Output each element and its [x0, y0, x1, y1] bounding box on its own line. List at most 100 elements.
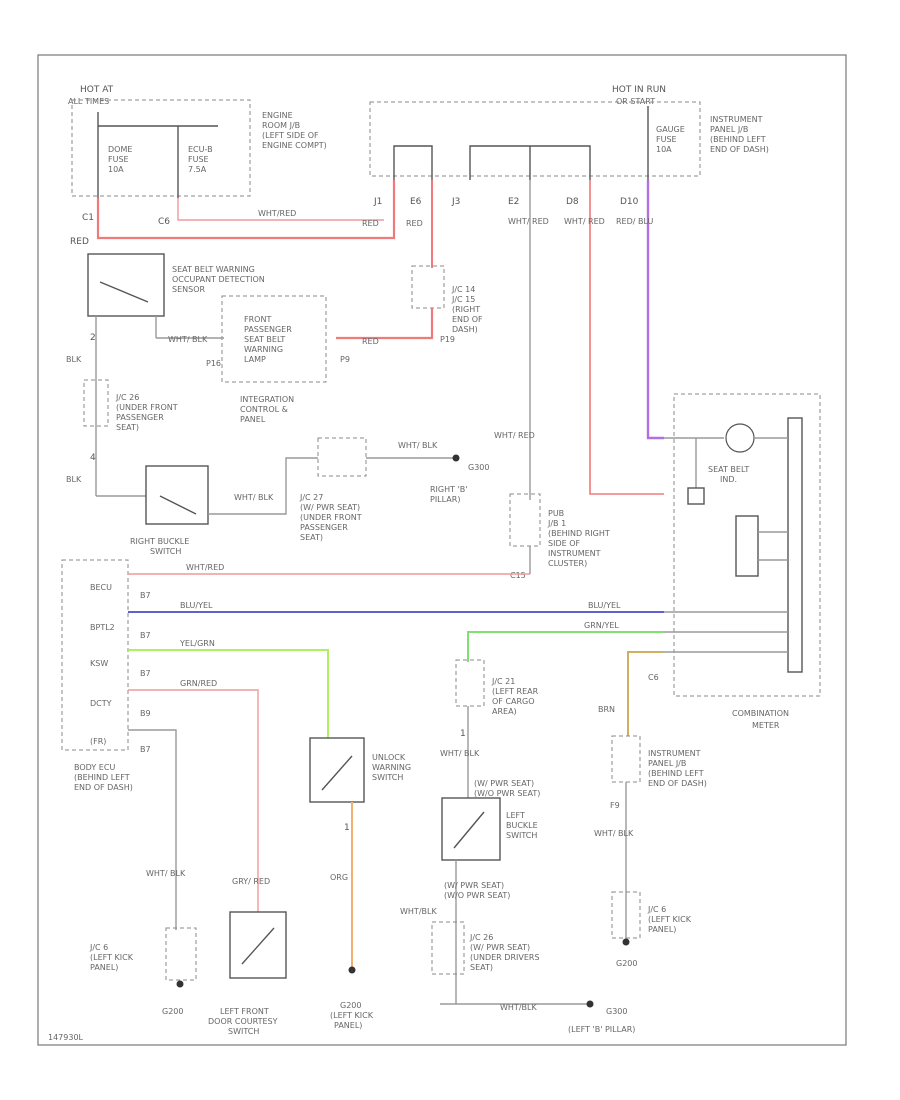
- instrument-jb-box: [611, 735, 641, 783]
- occupant-sensor-1: SEAT BELT WARNING: [172, 265, 255, 274]
- right-b-pillar-2: PILLAR): [430, 495, 460, 504]
- integration-2: CONTROL &: [240, 405, 288, 414]
- g300b-ground: [586, 1000, 594, 1008]
- body-ecu-box: [61, 559, 129, 751]
- ecu-pin-b7a: B7: [140, 591, 151, 600]
- jc27-3: (UNDER FRONT: [300, 513, 362, 522]
- unlock-1: UNLOCK: [372, 753, 406, 762]
- ip-jb-2: PANEL J/B: [648, 759, 686, 768]
- pin-4: 4: [90, 453, 96, 463]
- meter-bus-bar: [787, 417, 803, 673]
- red-wire-c1: [96, 180, 396, 240]
- g300b-1: G300: [606, 1007, 627, 1016]
- grn-yel-wire: [467, 631, 664, 662]
- g200-mid-3: PANEL): [334, 1021, 362, 1030]
- right-buckle-2: SWITCH: [150, 547, 181, 556]
- dome-fuse-2: FUSE: [108, 155, 129, 164]
- yel-grn-wire: [128, 649, 329, 738]
- jc21-box: [455, 659, 485, 707]
- pin-p9: P9: [340, 355, 350, 364]
- dome-fuse-3: 10A: [108, 165, 124, 174]
- pin-c15: C15: [510, 571, 526, 580]
- dome-fuse-1: DOME: [108, 145, 132, 154]
- body-ecu-2: (BEHIND LEFT: [74, 773, 130, 782]
- hot-at-sub: ALL TIMES: [68, 97, 109, 106]
- g200-right-label: G200: [616, 959, 637, 968]
- jc26b-1: J/C 26: [469, 933, 493, 942]
- unlock-switch-contact: [321, 755, 353, 791]
- seat-belt-ind-lamp: [725, 423, 755, 453]
- ip-jb-1: INSTRUMENT: [648, 749, 701, 758]
- wht-blk-ecu-ground: [128, 729, 177, 930]
- wire-wht-red-4: WHT/ RED: [494, 431, 535, 440]
- jc14-1: J/C 14: [451, 285, 475, 294]
- wht-blk-buckle-wire: [208, 457, 318, 515]
- ecu-pin-b7b: B7: [140, 631, 151, 640]
- wire-red-label: RED: [70, 237, 89, 247]
- jc27-box: [317, 437, 367, 477]
- red-wire-p9: [336, 308, 434, 340]
- integration-1: INTEGRATION: [240, 395, 294, 404]
- ecu-fuse-3: 7.5A: [188, 165, 207, 174]
- ecu-pin-fr: (FR): [90, 737, 106, 746]
- jc26-3: PASSENGER: [116, 413, 164, 422]
- unlock-2: WARNING: [372, 763, 411, 772]
- wire-wht-label: WHT/ BLK: [168, 335, 208, 344]
- jc27-5: SEAT): [300, 533, 323, 542]
- pin-j3: J3: [451, 197, 460, 207]
- wire-grn-red-2: GRY/ RED: [232, 877, 270, 886]
- wire-wht-blk-4a: WHT/ BLK: [440, 749, 480, 758]
- brn-wire: [627, 651, 664, 736]
- pin-d8: D8: [566, 197, 579, 207]
- engine-jb-label-4: ENGINE COMPT): [262, 141, 327, 150]
- body-ecu-1: BODY ECU: [74, 763, 115, 772]
- integration-3: PANEL: [240, 415, 266, 424]
- grn-red-wire: [128, 689, 259, 912]
- jc6-left-2: (LEFT KICK: [90, 953, 134, 962]
- engine-jb-label-2: ROOM J/B: [262, 121, 300, 130]
- pin-c1: C1: [82, 213, 94, 223]
- jc6-left-1: J/C 6: [89, 943, 108, 952]
- g300b-2: (LEFT 'B' PILLAR): [568, 1025, 635, 1034]
- passenger-lamp-1: FRONT: [244, 315, 271, 324]
- g200-mid-ground: [348, 966, 356, 974]
- jc14-box: [411, 265, 445, 309]
- courtesy-contact: [241, 927, 275, 965]
- pin-d10: D10: [620, 197, 639, 207]
- jc6-left-box: [165, 927, 197, 981]
- occupant-sensor-2: OCCUPANT DETECTION: [172, 275, 265, 284]
- ip-jb-4: END OF DASH): [648, 779, 707, 788]
- unlock-warning-switch: [309, 737, 365, 803]
- pin-e2: E2: [508, 197, 519, 207]
- passenger-lamp-5: LAMP: [244, 355, 266, 364]
- engine-jb-label-3: (LEFT SIDE OF: [262, 131, 319, 140]
- unlock-3: SWITCH: [372, 773, 403, 782]
- wire-org: ORG: [330, 873, 348, 882]
- g200-left-ground: [176, 980, 184, 988]
- ip-jb-3: (BEHIND LEFT: [648, 769, 704, 778]
- jc14-2: J/C 15: [451, 295, 475, 304]
- pin-p19: P19: [440, 335, 455, 344]
- wire-wht-red-3-1: WHT/ RED: [564, 217, 605, 226]
- occupant-sensor-3: SENSOR: [172, 285, 205, 294]
- pwr-seat-2a: (W/ PWR SEAT): [444, 881, 504, 890]
- ecu-fuse-2: FUSE: [188, 155, 209, 164]
- hot-in-run-sub: OR START: [616, 97, 655, 106]
- courtesy-1: LEFT FRONT: [220, 1007, 269, 1016]
- jc6-right-1: J/C 6: [647, 905, 666, 914]
- wire-wht-blk-5: WHT/ BLK: [594, 829, 634, 838]
- jc26-4: SEAT): [116, 423, 139, 432]
- instrument-jb-top-box: [369, 101, 701, 177]
- seat-belt-ind-box: [687, 487, 705, 505]
- gauge-fuse-1: GAUGE: [656, 125, 685, 134]
- g300-label: G300: [468, 463, 489, 472]
- engine-jb-label-1: ENGINE: [262, 111, 293, 120]
- left-buckle-2: BUCKLE: [506, 821, 538, 830]
- occupant-sensor-contact: [99, 281, 149, 303]
- combination-meter-1: COMBINATION: [732, 709, 789, 718]
- ip-jb-top-1: INSTRUMENT: [710, 115, 763, 124]
- diagram-code: 147930L: [48, 1033, 84, 1042]
- jc21-3: OF CARGO: [492, 697, 535, 706]
- wire-red-p9-label: RED: [362, 337, 379, 346]
- pin-1b: 1: [344, 823, 350, 833]
